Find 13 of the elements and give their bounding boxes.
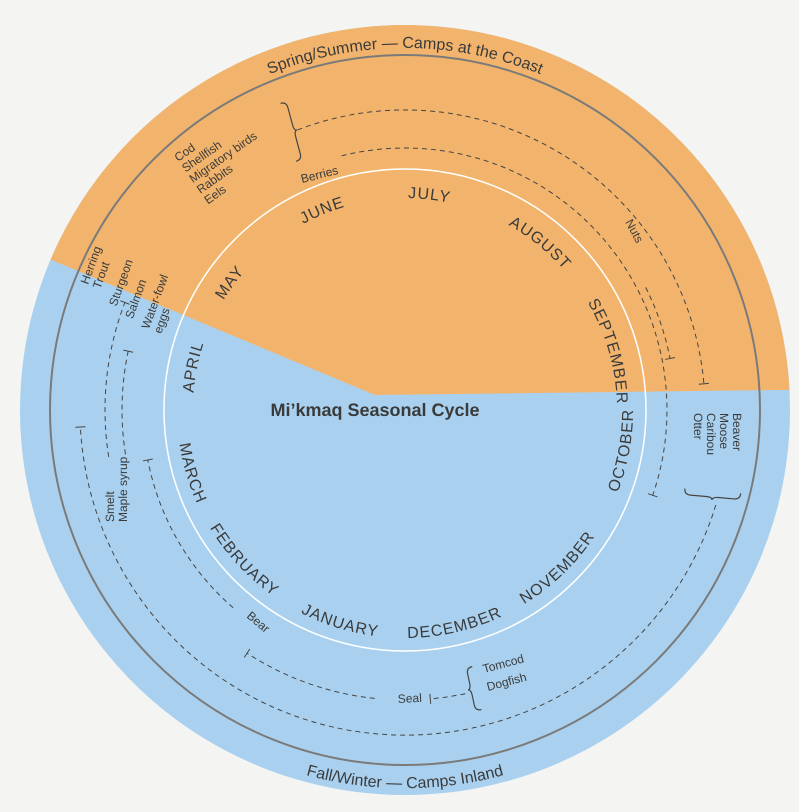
food-label: Beaver	[730, 413, 744, 452]
food-label: Maple syrup	[116, 456, 130, 522]
month-label: JULY	[408, 185, 452, 207]
diagram-title: Mi’kmaq Seasonal Cycle	[270, 400, 480, 420]
food-label: Berries	[299, 163, 340, 186]
food-label: Otter	[691, 413, 705, 440]
food-label: Moose	[717, 413, 731, 450]
month-label: JUNE	[297, 194, 347, 228]
food-label: Smelt	[103, 491, 117, 522]
food-label: Seal	[397, 690, 422, 706]
food-label: Caribou	[704, 413, 718, 456]
season-heading: Fall/Winter — Camps Inland	[305, 762, 505, 792]
food-label: Nuts	[622, 216, 646, 246]
